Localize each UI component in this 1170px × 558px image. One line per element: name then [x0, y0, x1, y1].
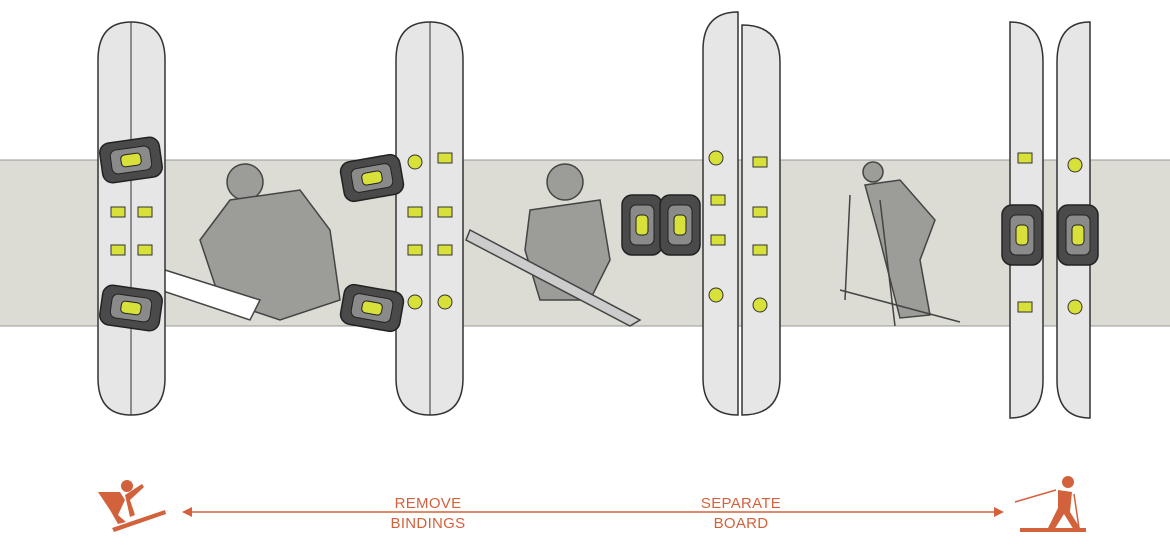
remove-label-line1: REMOVE	[394, 495, 462, 512]
remove-label-line2: BINDINGS	[390, 515, 466, 532]
transition-arrow[interactable]	[182, 507, 1004, 517]
snowboard-with-bindings	[97, 21, 166, 416]
loose-bindings	[621, 194, 701, 256]
separate-label-line2: BOARD	[713, 515, 769, 532]
split-board-ski-mode	[1001, 21, 1099, 419]
arrow-right-head	[994, 507, 1004, 517]
snowboarder-icon	[98, 480, 166, 532]
remove-bindings-label: REMOVE BINDINGS	[368, 494, 488, 534]
skinning-figure	[839, 161, 961, 327]
separate-label-line1: SEPARATE	[700, 495, 782, 512]
split-board-halves	[702, 11, 781, 416]
snowboard-bindings-removed	[338, 21, 464, 416]
separate-board-label: SEPARATE BOARD	[681, 494, 801, 534]
arrow-left-head	[182, 507, 192, 517]
rider-figure-2	[465, 163, 642, 327]
skier-icon	[1014, 476, 1086, 532]
